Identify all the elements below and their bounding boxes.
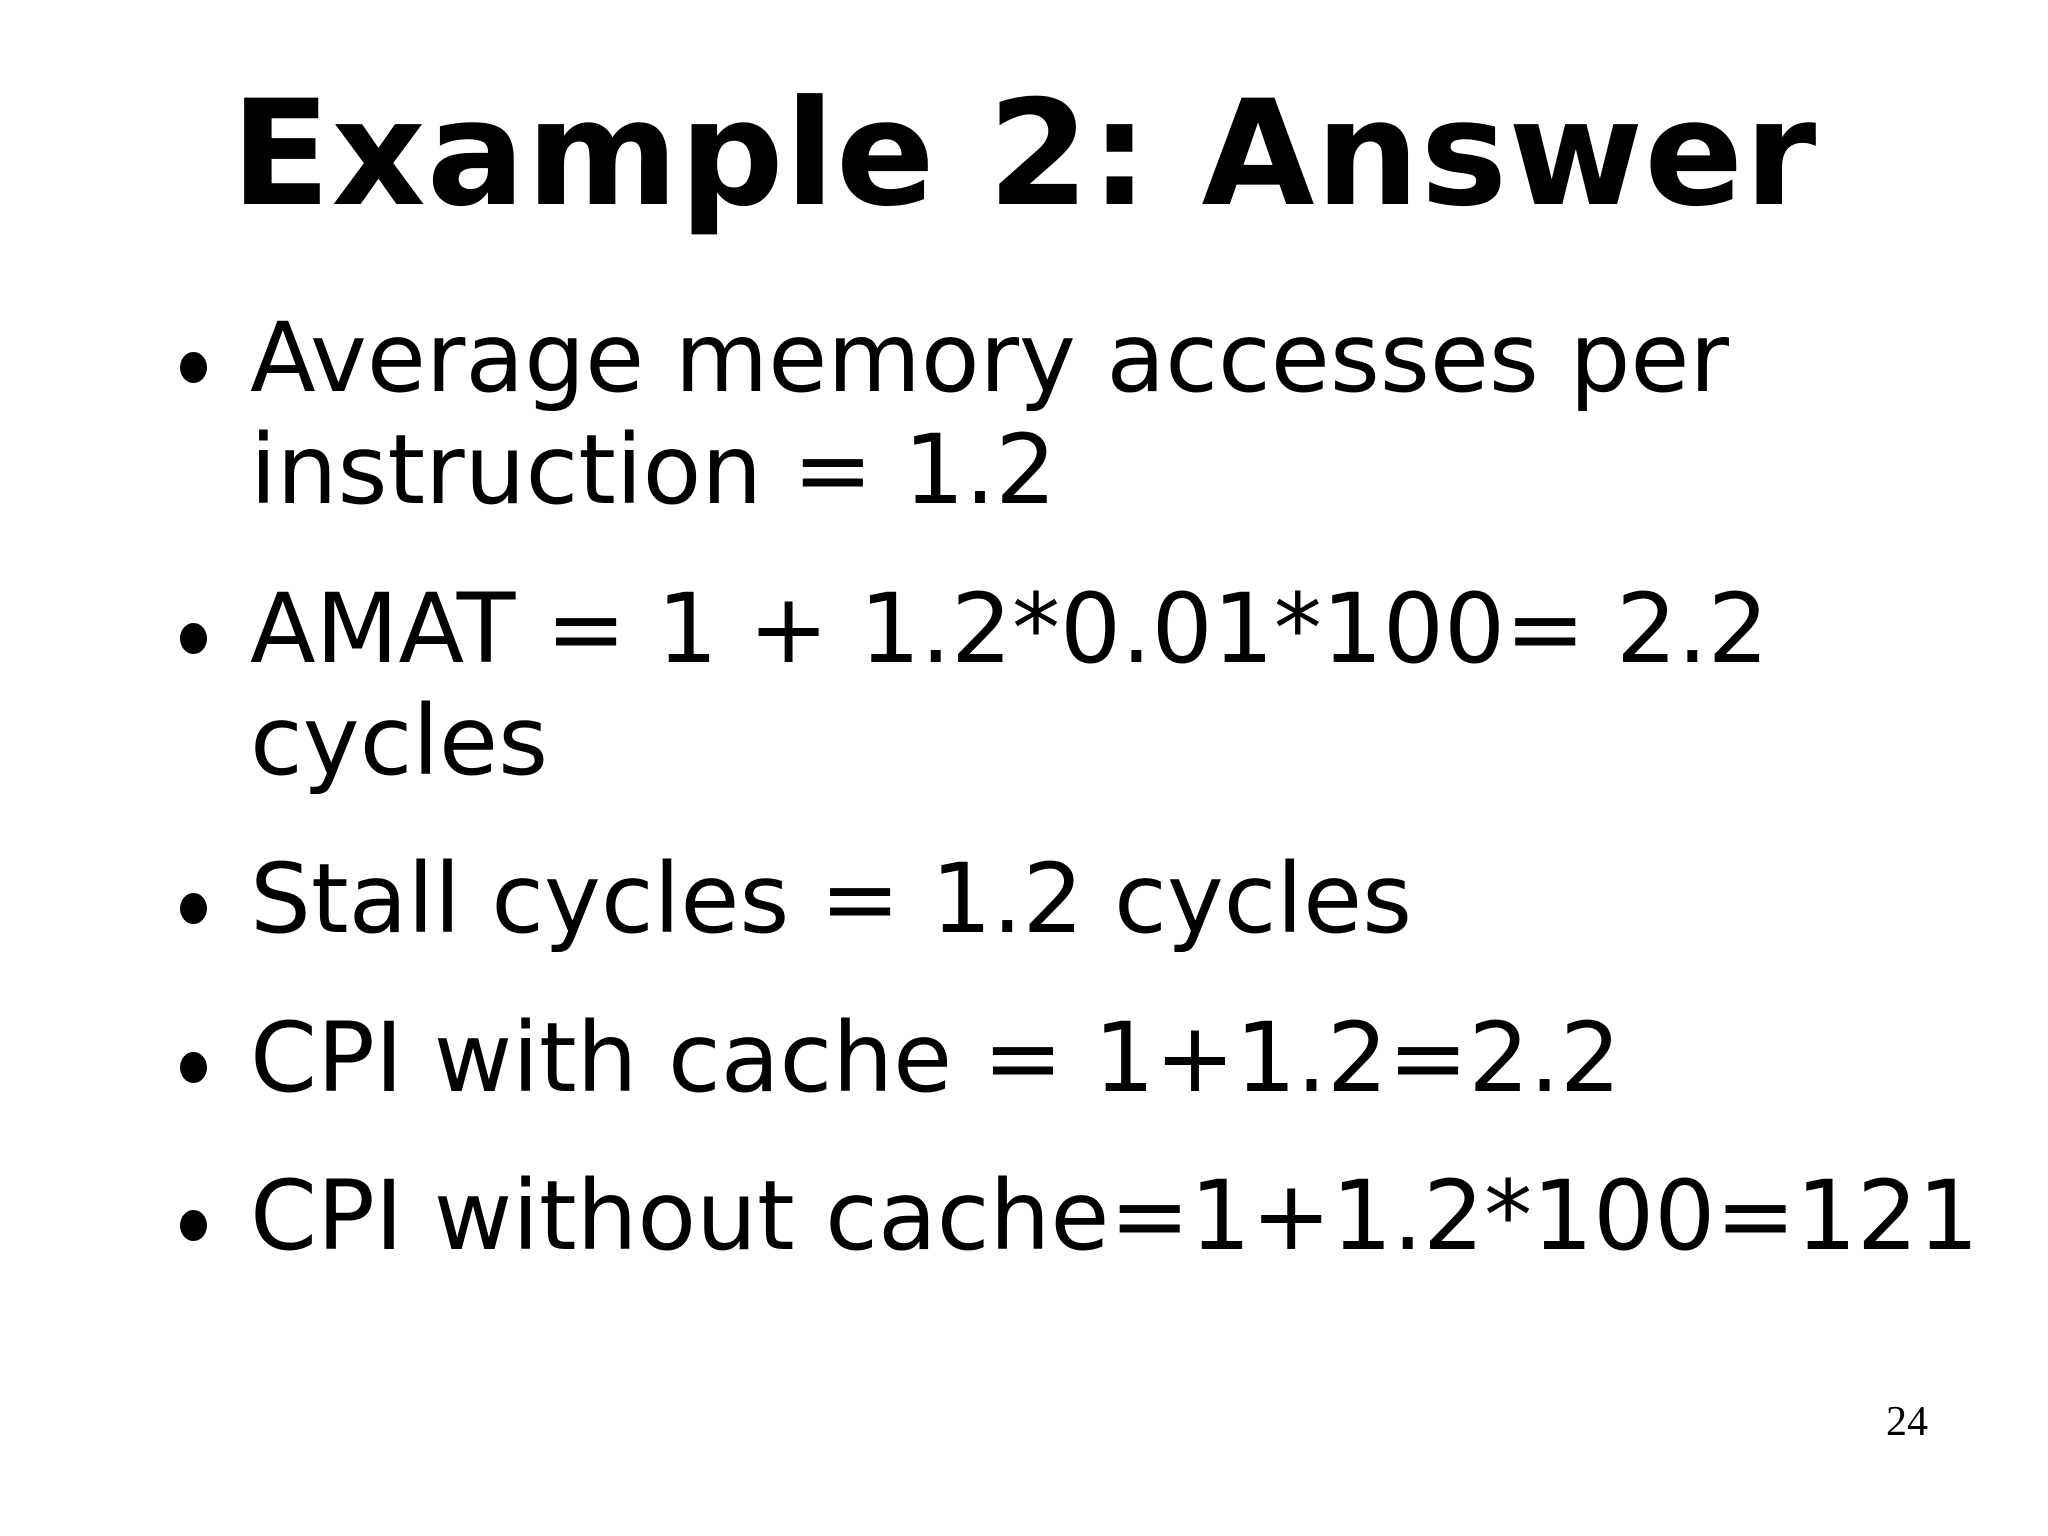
bullet-line: instruction = 1.2 — [250, 414, 1057, 527]
bullet-line: Average memory accesses per — [250, 302, 1729, 414]
bullet-item-avg-accesses: Average memory accesses per instruction … — [178, 302, 1998, 527]
bullet-text: CPI without cache=1+1.2*100=121 — [250, 1160, 1998, 1272]
bullet-dot-icon — [180, 1051, 207, 1083]
bullet-text: Average memory accesses per instruction … — [250, 302, 1998, 527]
bullet-dot-icon — [180, 622, 207, 654]
bullet-line: Stall cycles = 1.2 cycles — [250, 843, 1413, 956]
slide-title: Example 2: Answer — [230, 69, 1818, 239]
bullet-dot-icon — [180, 893, 207, 925]
bullet-item-cpi-with-cache: CPI with cache = 1+1.2=2.2 — [178, 1002, 1998, 1114]
bullet-dot-icon — [180, 1209, 207, 1241]
bullet-line: CPI without cache=1+1.2*100=121 — [250, 1159, 1979, 1272]
bullet-item-cpi-without-cache: CPI without cache=1+1.2*100=121 — [178, 1160, 1998, 1272]
bullet-item-amat: AMAT = 1 + 1.2*0.01*100= 2.2 cycles — [178, 573, 1998, 798]
bullet-dot-icon — [180, 352, 207, 383]
page-number: 24 — [1886, 1399, 1928, 1445]
bullet-item-stall-cycles: Stall cycles = 1.2 cycles — [178, 843, 1998, 955]
bullet-line: cycles — [250, 684, 549, 797]
bullet-text: AMAT = 1 + 1.2*0.01*100= 2.2 cycles — [250, 573, 1998, 798]
bullet-list: Average memory accesses per instruction … — [178, 302, 1998, 1318]
bullet-line: AMAT = 1 + 1.2*0.01*100= 2.2 — [250, 572, 1769, 685]
bullet-line: CPI with cache = 1+1.2=2.2 — [250, 1001, 1621, 1114]
bullet-text: CPI with cache = 1+1.2=2.2 — [250, 1002, 1998, 1114]
bullet-text: Stall cycles = 1.2 cycles — [250, 843, 1998, 955]
